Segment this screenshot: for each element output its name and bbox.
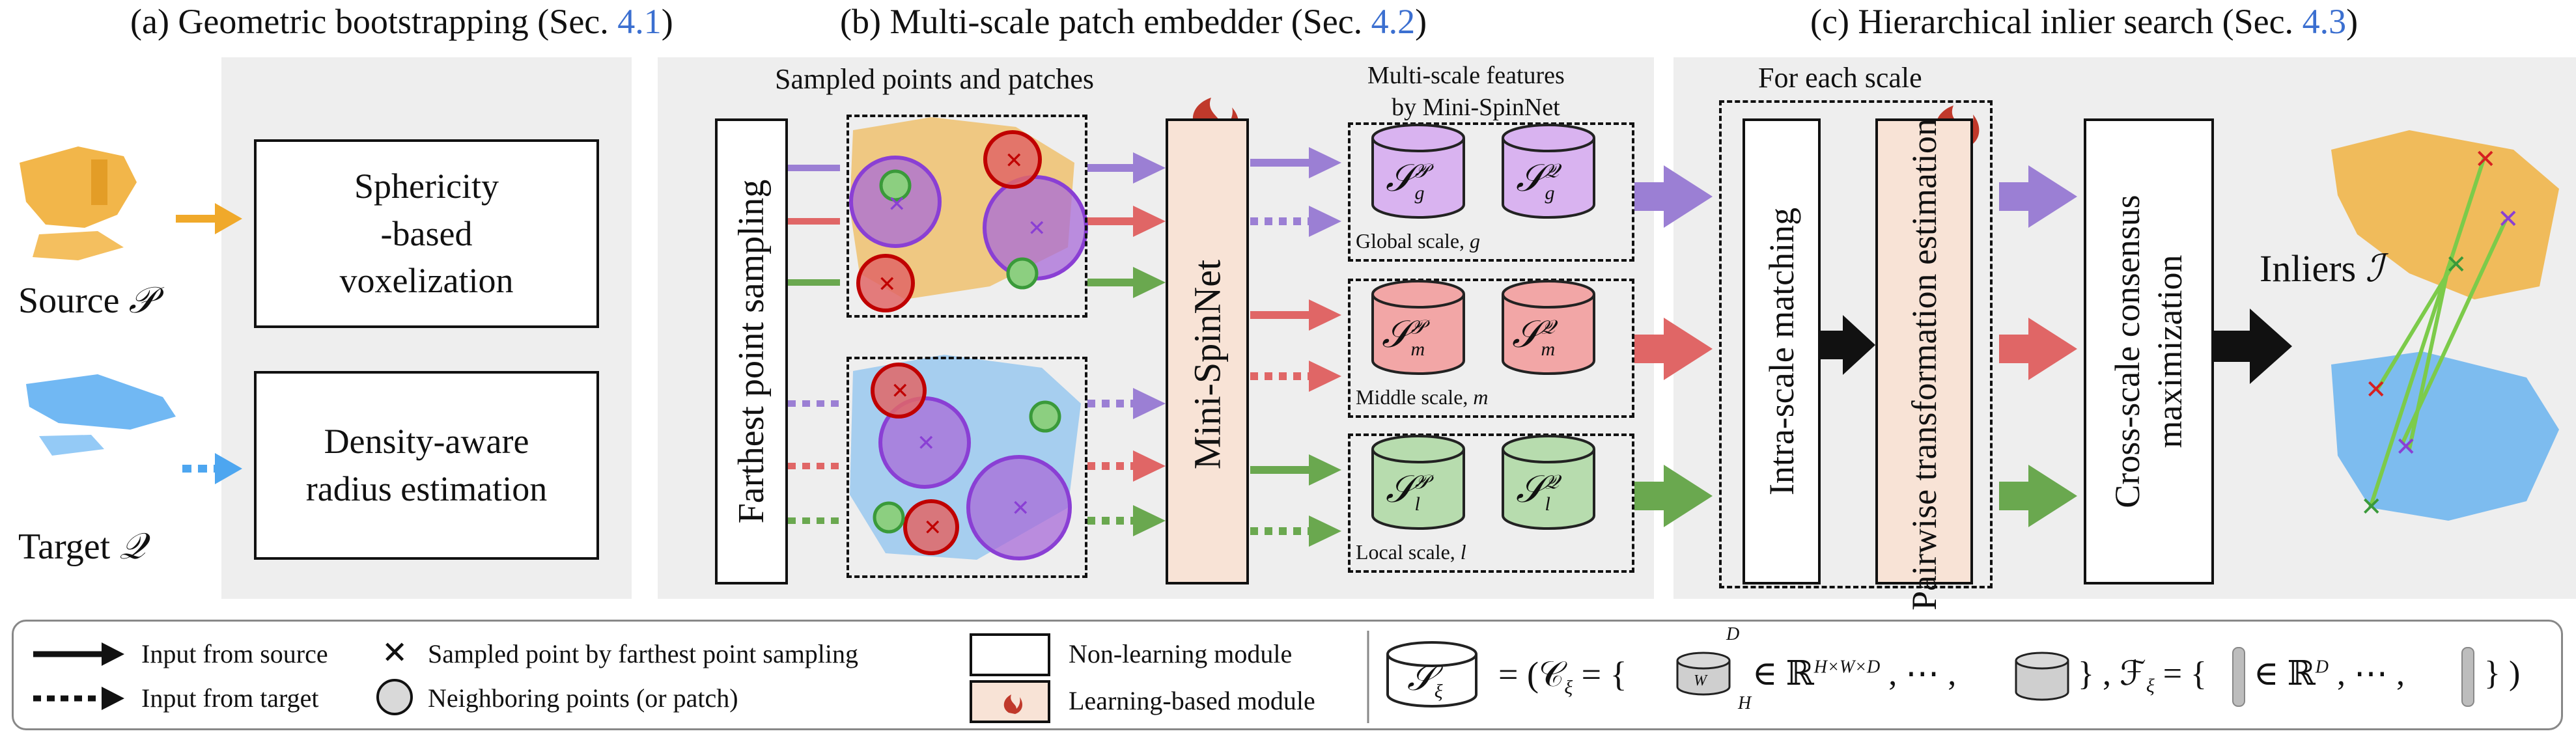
middle-scale-caption: Middle scale, m xyxy=(1356,385,1489,409)
svg-text:✕: ✕ xyxy=(917,430,936,456)
legend-solid-label: Input from source xyxy=(141,639,328,668)
farthest-point-sampling-box xyxy=(715,118,788,584)
cross-to-inliers-arrow xyxy=(2214,331,2253,362)
formula-dim-H: H xyxy=(1738,693,1752,713)
legend-dotted-label: Input from target xyxy=(141,683,319,713)
svg-text:✕: ✕ xyxy=(1005,148,1024,174)
legend-learn-label: Learning-based module xyxy=(1069,686,1315,715)
source-patch-frame xyxy=(847,115,1087,318)
pairwise-transformation-box xyxy=(1875,118,1973,584)
svg-text:✕: ✕ xyxy=(2445,250,2467,280)
svg-text:✕: ✕ xyxy=(2395,432,2417,462)
formula-S: 𝒮ξ xyxy=(1407,659,1443,702)
mini-spinnet-box xyxy=(1166,118,1249,584)
svg-text:✕: ✕ xyxy=(2474,144,2497,174)
target-patch-cloud: ✕ ✕ ✕ ✕ xyxy=(850,355,1081,560)
svg-text:✕: ✕ xyxy=(891,378,910,404)
features-title: Multi-scale features by Mini-SpinNet xyxy=(1367,62,1565,122)
global-scale-caption: Global scale, g xyxy=(1356,229,1481,253)
sphericity-voxelization-box: Sphericity -based voxelization xyxy=(254,139,599,328)
fps-source-arrows xyxy=(788,165,840,286)
source-patch-cloud: ✕ ✕ ✕ ✕ xyxy=(849,117,1088,312)
features-to-search-arrows xyxy=(1634,165,1713,527)
intra-scale-matching-box xyxy=(1743,118,1821,584)
local-source-feature-label: 𝒮𝒫l xyxy=(1386,468,1429,515)
formula-part-1: = (𝒞ξ = { xyxy=(1498,655,1627,698)
intra-scale-matching-label: Intra-scale matching xyxy=(1762,207,1801,496)
svg-text:✕: ✕ xyxy=(1011,495,1030,521)
section-b-title: (b) Multi-scale patch embedder (Sec. 4.2… xyxy=(840,2,1427,41)
formula-part-2: ∈ ℝH×W×D , ⋯ , xyxy=(1752,655,1957,693)
legend-circle-label: Neighboring points (or patch) xyxy=(428,683,738,713)
fps-target-arrows xyxy=(788,400,840,524)
svg-text:✕: ✕ xyxy=(878,271,897,297)
global-source-feature-label: 𝒮𝒫g xyxy=(1386,157,1429,204)
diagram-canvas: ✕ ✕ ✕ ✕ ✕ ✕ ✕ ✕ ✕ ✕ ✕ ✕ ✕ ✕ xyxy=(20,98,2559,560)
source-label: Source 𝒫 xyxy=(18,281,155,321)
middle-target-feature-label: 𝒮𝒬m xyxy=(1512,313,1556,360)
formula-part-3: } , ℱξ = { xyxy=(2078,655,2207,697)
local-scale-caption: Local scale, l xyxy=(1356,540,1466,564)
minispinnet-to-features-arrows xyxy=(1250,147,1341,547)
target-label: Target 𝒬 xyxy=(18,527,146,567)
inliers-point-clouds: ✕ ✕ ✕ ✕ ✕ ✕ xyxy=(2331,130,2559,522)
target-point-cloud xyxy=(26,374,176,456)
sampled-points-title: Sampled points and patches xyxy=(775,63,1095,95)
middle-scale-frame xyxy=(1348,279,1634,418)
cross-scale-consensus-box xyxy=(2084,118,2214,584)
target-patch-frame xyxy=(847,357,1087,578)
intra-to-pairwise-arrow xyxy=(1820,331,1846,359)
legend-cross-label: Sampled point by farthest point sampling xyxy=(428,639,859,668)
svg-text:✕: ✕ xyxy=(888,191,906,217)
formula-dim-W: W xyxy=(1694,672,1707,689)
mini-spinnet-label: Mini-SpinNet xyxy=(1186,259,1229,470)
pairwise-to-cross-arrows xyxy=(1999,165,2077,527)
for-each-scale-frame xyxy=(1719,100,1993,588)
farthest-point-sampling-label: Farthest point sampling xyxy=(731,179,772,524)
panel-embedder xyxy=(658,57,1654,599)
density-radius-box: Density-aware radius estimation xyxy=(254,371,599,560)
global-scale-frame xyxy=(1348,122,1634,262)
local-target-feature-label: 𝒮𝒬l xyxy=(1516,468,1560,515)
middle-source-feature-label: 𝒮𝒫m xyxy=(1382,313,1425,360)
section-a-title: (a) Geometric bootstrapping (Sec. 4.1) xyxy=(130,2,673,41)
source-point-cloud xyxy=(20,146,137,260)
svg-text:✕: ✕ xyxy=(2365,375,2387,405)
cross-scale-consensus-label: Cross-scale consensus maximization xyxy=(2108,195,2189,508)
pairwise-transformation-label: Pairwise transformation estimation xyxy=(1905,118,1944,611)
inliers-label: Inliers ℐ xyxy=(2260,247,2383,290)
svg-text:✕: ✕ xyxy=(1028,215,1046,241)
patch-to-minispinnet-arrows xyxy=(1087,152,1166,536)
legend: ✕ Input from source Input from target Sa… xyxy=(12,620,2563,730)
global-target-feature-label: 𝒮𝒬g xyxy=(1516,157,1560,204)
svg-text:✕: ✕ xyxy=(2497,204,2519,234)
local-scale-frame xyxy=(1348,433,1634,573)
formula-end: } ) xyxy=(2484,655,2521,692)
for-each-scale-label: For each scale xyxy=(1758,62,1922,94)
legend-nonlearn-label: Non-learning module xyxy=(1069,639,1293,668)
formula-dim-D: D xyxy=(1726,624,1740,644)
svg-text:✕: ✕ xyxy=(923,515,942,541)
formula-part-4: ∈ ℝD , ⋯ , xyxy=(2254,655,2405,693)
feature-cylinders xyxy=(1371,124,1595,530)
legend-glyphs: ✕ xyxy=(33,631,2474,723)
svg-text:✕: ✕ xyxy=(2360,492,2383,522)
section-c-title: (c) Hierarchical inlier search (Sec. 4.3… xyxy=(1810,2,2359,41)
svg-text:✕: ✕ xyxy=(382,635,408,671)
